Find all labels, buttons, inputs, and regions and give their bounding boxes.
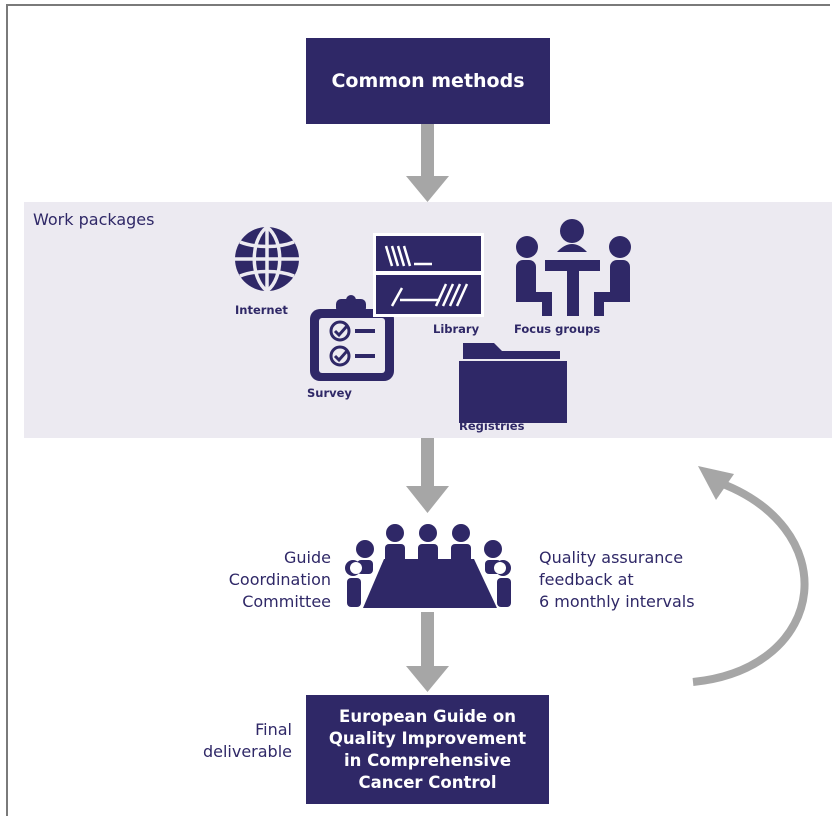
label-survey: Survey bbox=[307, 386, 352, 400]
common-methods-text: Common methods bbox=[331, 70, 525, 92]
final-box-line-3: in Comprehensive bbox=[343, 750, 512, 770]
feedback-line-3: 6 monthly intervals bbox=[539, 592, 695, 611]
label-library: Library bbox=[433, 322, 480, 336]
label-focus-groups: Focus groups bbox=[514, 322, 601, 336]
focus-group-icon bbox=[516, 219, 631, 316]
committee-line-1: Guide bbox=[284, 548, 331, 567]
final-line-2: deliverable bbox=[202, 742, 292, 761]
meeting-icon bbox=[345, 524, 511, 608]
work-packages-title: Work packages bbox=[33, 210, 155, 229]
final-box-line-4: Cancer Control bbox=[358, 772, 497, 792]
final-deliverable-label: Final deliverable bbox=[170, 719, 292, 763]
final-box-line-1: European Guide on bbox=[339, 706, 516, 726]
label-registries: Registries bbox=[459, 419, 525, 433]
arrow-down-2 bbox=[406, 438, 449, 513]
final-deliverable-box: European Guide on Quality Improvement in… bbox=[306, 695, 549, 804]
clipboard-icon bbox=[310, 295, 394, 381]
committee-line-3: Committee bbox=[242, 592, 331, 611]
feedback-line-2: feedback at bbox=[539, 570, 634, 589]
arrow-down-3 bbox=[406, 612, 449, 692]
committee-line-2: Coordination bbox=[228, 570, 331, 589]
feedback-arrow bbox=[692, 466, 809, 686]
folder-icon bbox=[459, 343, 567, 423]
bookshelf-icon bbox=[373, 233, 484, 317]
feedback-label: Quality assurance feedback at 6 monthly … bbox=[539, 547, 695, 613]
common-methods-box: Common methods bbox=[306, 38, 550, 124]
label-internet: Internet bbox=[235, 303, 288, 317]
final-line-1: Final bbox=[255, 720, 292, 739]
final-box-line-2: Quality Improvement bbox=[328, 728, 527, 748]
globe-icon bbox=[235, 225, 299, 293]
feedback-line-1: Quality assurance bbox=[539, 548, 684, 567]
arrow-down-1 bbox=[406, 124, 449, 202]
committee-label: Guide Coordination Committee bbox=[200, 547, 331, 613]
